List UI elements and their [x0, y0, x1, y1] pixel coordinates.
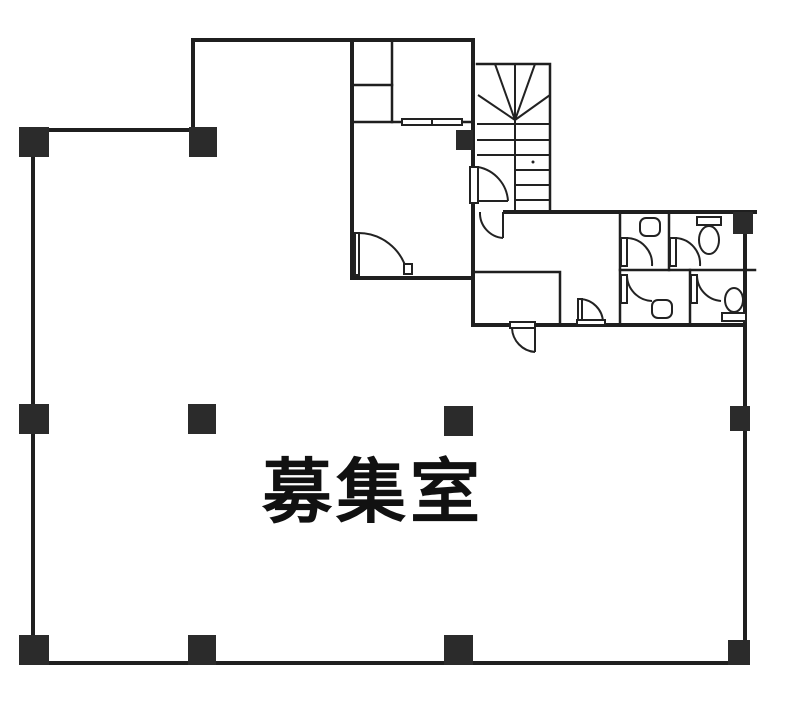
- column: [19, 404, 49, 434]
- door-icon[interactable]: [620, 237, 628, 267]
- column: [728, 640, 750, 665]
- toilet-1: [620, 217, 661, 267]
- column: [19, 127, 49, 157]
- column: [444, 406, 473, 436]
- column: [19, 635, 49, 665]
- sink-icon: [651, 299, 673, 319]
- toilet-bowl-icon: [724, 287, 744, 313]
- sink-icon: [639, 217, 661, 237]
- toilet-3: [620, 274, 673, 319]
- exterior-walls: [31, 38, 747, 665]
- column: [730, 406, 750, 431]
- door-icon[interactable]: [509, 321, 536, 329]
- column: [188, 404, 216, 434]
- toilet-tank-icon: [696, 216, 722, 226]
- door-icon[interactable]: [620, 274, 628, 304]
- toilet-2: [669, 216, 722, 267]
- main-room-label: 募集室: [262, 451, 484, 533]
- staircase: [469, 62, 552, 214]
- toilet-4: [690, 274, 747, 322]
- toilet-tank-icon: [721, 312, 747, 322]
- door-icon[interactable]: [469, 166, 479, 204]
- restroom-block: [471, 210, 757, 353]
- door-icon[interactable]: [690, 274, 698, 304]
- column: [189, 127, 217, 157]
- column: [444, 635, 473, 665]
- door-icon[interactable]: [354, 232, 360, 276]
- columns: [19, 127, 750, 665]
- column: [188, 635, 216, 665]
- toilet-bowl-icon: [698, 225, 720, 255]
- storage-room: [350, 38, 475, 280]
- door-icon[interactable]: [669, 237, 677, 267]
